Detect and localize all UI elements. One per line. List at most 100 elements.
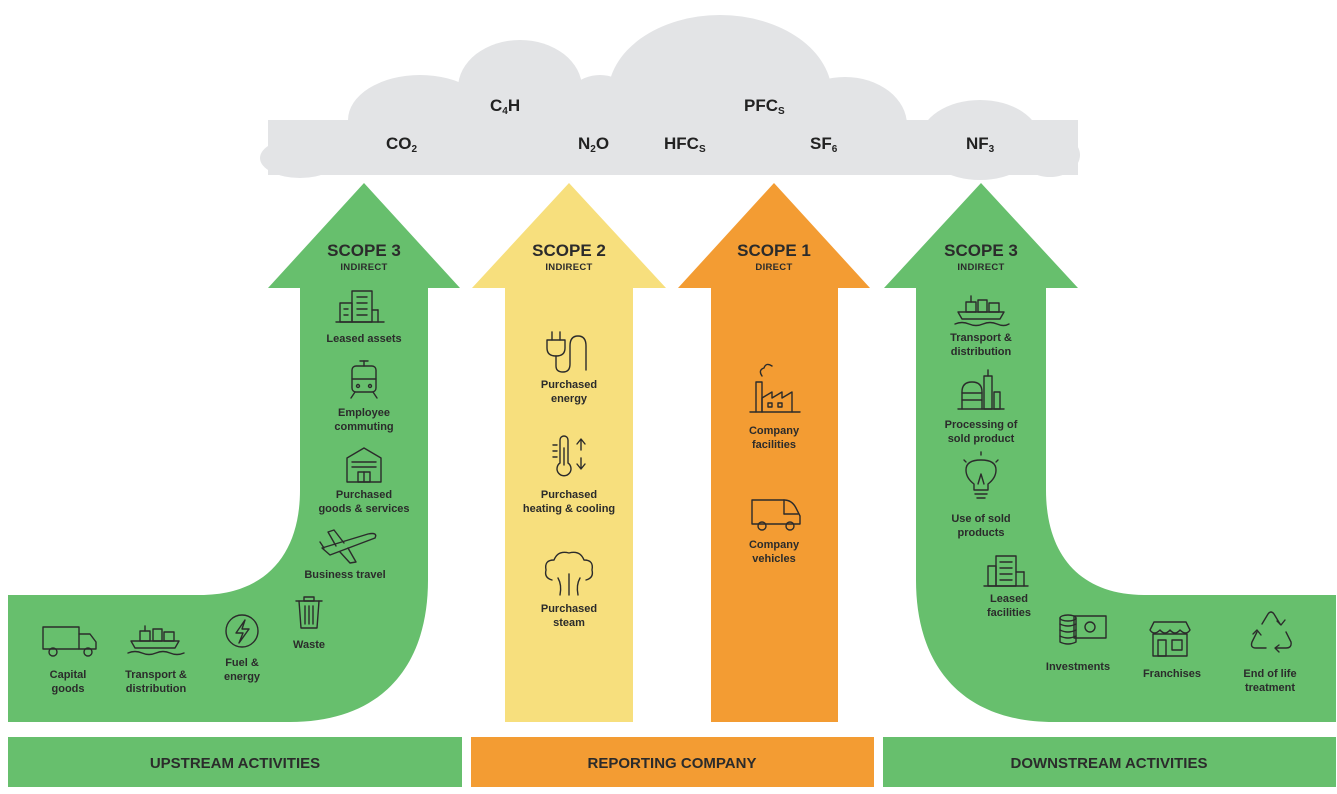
label-line: Transport &: [125, 669, 187, 681]
label-line: Capital: [50, 669, 87, 681]
airplane-icon: [319, 529, 377, 564]
upstream-scope-title: SCOPE 3: [327, 241, 401, 260]
upstream-scope3-arrow: [8, 183, 460, 722]
upstream-item-leased-assets: Leased assets: [326, 290, 402, 345]
storefront-icon: [1149, 621, 1191, 657]
downstream-item-franchises: Franchises: [1143, 621, 1201, 680]
upstream-scope-kind: INDIRECT: [340, 262, 387, 273]
train-icon: [350, 360, 378, 399]
scope-titles: SCOPE 3 INDIRECT SCOPE 2 INDIRECT SCOPE …: [327, 241, 1018, 273]
scope2-arrow: [472, 183, 666, 722]
downstream-item-processing: Processing of sold product: [945, 369, 1018, 445]
gas-hfcs: HFCS: [664, 134, 706, 155]
lightning-icon: [225, 614, 259, 648]
band-upstream: UPSTREAM ACTIVITIES: [8, 737, 462, 787]
gas-co2: CO2: [386, 134, 418, 155]
label-line: distribution: [126, 683, 187, 695]
label-line: Waste: [293, 639, 325, 651]
scope1-item-company-vehicles: Company vehicles: [749, 499, 801, 565]
band-downstream-label: DOWNSTREAM ACTIVITIES: [1011, 755, 1208, 772]
band-downstream: DOWNSTREAM ACTIVITIES: [883, 737, 1336, 787]
scope2-item-purchased-steam: Purchased steam: [541, 551, 597, 629]
trash-bin-icon: [295, 596, 323, 629]
cargo-ship-icon: [127, 625, 185, 656]
processing-plant-icon: [957, 369, 1005, 410]
scope2-item-heating-cooling: Purchased heating & cooling: [523, 435, 615, 515]
downstream-item-end-of-life: End of life treatment: [1243, 611, 1297, 694]
band-reporting-label: REPORTING COMPANY: [588, 755, 757, 772]
lightbulb-icon: [963, 451, 999, 499]
upstream-item-purchased-goods: Purchased goods & services: [318, 447, 410, 515]
scope1-title: SCOPE 1: [737, 241, 811, 260]
upstream-item-fuel-energy: Fuel & energy: [224, 614, 261, 683]
label-line: products: [957, 527, 1004, 539]
label-line: Business travel: [304, 569, 385, 581]
van-icon: [751, 499, 801, 531]
band-downstream-bg: [883, 737, 1336, 787]
gas-pfcs: PFCS: [744, 96, 785, 117]
label-line: heating & cooling: [523, 503, 615, 515]
thermometer-icon: [552, 435, 586, 477]
label-line: distribution: [951, 346, 1012, 358]
band-reporting-bg: [471, 737, 874, 787]
scope2-title: SCOPE 2: [532, 241, 606, 260]
steam-icon: [544, 551, 594, 596]
label-line: goods & services: [318, 503, 409, 515]
label-line: steam: [553, 617, 585, 629]
downstream-item-transport-distribution: Transport & distribution: [950, 295, 1012, 358]
label-line: Company: [749, 539, 800, 551]
factory-icon: [749, 363, 801, 413]
downstream-scope-kind: INDIRECT: [957, 262, 1004, 273]
label-line: Purchased: [541, 489, 597, 501]
label-line: Purchased: [336, 489, 392, 501]
gas-nf3: NF3: [966, 134, 995, 155]
upstream-item-employee-commuting: Employee commuting: [334, 360, 394, 433]
scope1-arrow: [678, 183, 870, 722]
band-upstream-label: UPSTREAM ACTIVITIES: [150, 755, 320, 772]
label-line: Investments: [1046, 661, 1110, 673]
downstream-item-leased-facilities: Leased facilities: [983, 555, 1031, 619]
scope2-kind: INDIRECT: [545, 262, 592, 273]
downstream-item-investments: Investments: [1046, 614, 1110, 673]
upstream-item-waste: Waste: [293, 596, 325, 651]
label-line: commuting: [334, 421, 393, 433]
scope1-item-company-facilities: Company facilities: [749, 363, 801, 451]
upstream-item-business-travel: Business travel: [304, 529, 386, 581]
emissions-cloud: [260, 15, 1080, 180]
label-line: sold product: [948, 433, 1015, 445]
cargo-ship-icon: [954, 295, 1010, 327]
downstream-scope3-arrow: [884, 183, 1336, 722]
label-line: goods: [52, 683, 85, 695]
label-line: Franchises: [1143, 668, 1201, 680]
downstream-item-use-of-products: Use of sold products: [951, 451, 1011, 539]
building-icon: [335, 290, 385, 323]
upstream-item-transport-distribution: Transport & distribution: [125, 625, 187, 695]
label-line: Transport &: [950, 332, 1012, 344]
downstream-scope-title: SCOPE 3: [944, 241, 1018, 260]
label-line: Use of sold: [951, 513, 1010, 525]
band-upstream-bg: [8, 737, 462, 787]
gas-sf6: SF6: [810, 134, 838, 155]
band-reporting: REPORTING COMPANY: [471, 737, 874, 787]
label-line: facilities: [987, 607, 1031, 619]
truck-icon: [42, 626, 97, 657]
label-line: Employee: [338, 407, 390, 419]
label-line: facilities: [752, 439, 796, 451]
warehouse-icon: [346, 447, 382, 483]
label-line: Company: [749, 425, 800, 437]
label-line: End of life: [1243, 668, 1296, 680]
scope2-item-purchased-energy: Purchased energy: [541, 331, 597, 405]
plug-icon: [546, 331, 587, 373]
label-line: Leased: [990, 593, 1028, 605]
coins-icon: [1059, 614, 1107, 645]
gas-c4h: C4H: [490, 96, 520, 117]
label-line: Leased assets: [326, 333, 401, 345]
label-line: energy: [224, 671, 261, 683]
office-building-icon: [983, 555, 1029, 587]
recycle-icon: [1250, 611, 1292, 653]
label-line: treatment: [1245, 682, 1295, 694]
scope1-kind: DIRECT: [755, 262, 792, 273]
label-line: Processing of: [945, 419, 1018, 431]
